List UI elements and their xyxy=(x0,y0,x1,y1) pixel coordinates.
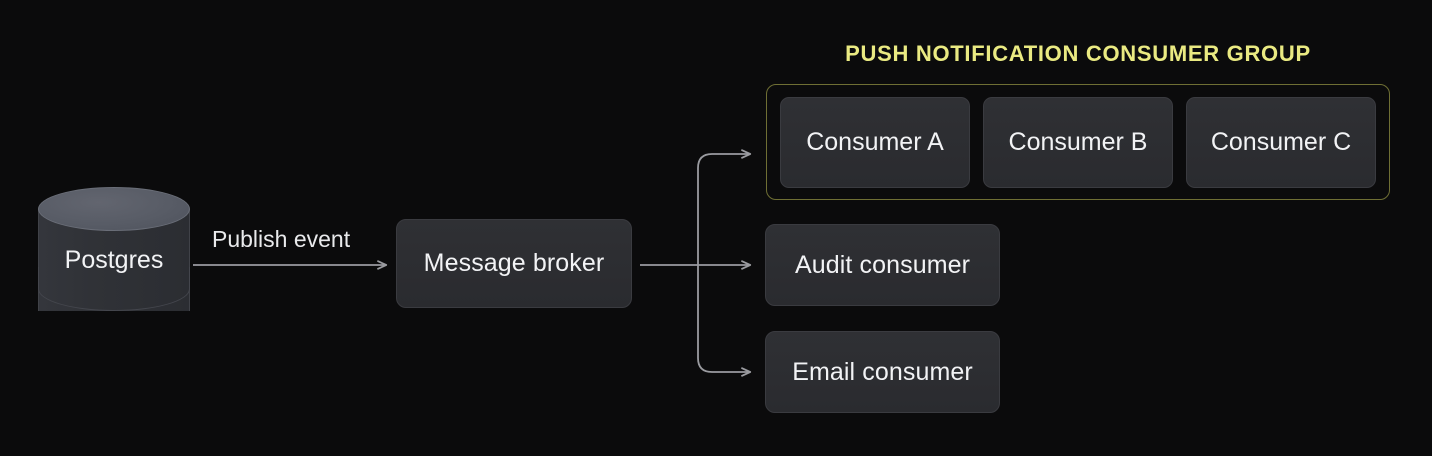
consumer-c-label: Consumer C xyxy=(1210,127,1352,156)
email-consumer-label: Email consumer xyxy=(792,357,973,386)
arrow-to-consumer-group xyxy=(697,149,752,266)
consumer-b-label: Consumer B xyxy=(1008,127,1148,156)
consumer-b-node[interactable]: Consumer B xyxy=(983,96,1173,188)
consumer-a-label: Consumer A xyxy=(806,127,944,156)
postgres-database-node[interactable]: Postgres xyxy=(38,187,190,333)
cylinder-bottom-ellipse xyxy=(38,267,190,311)
consumer-group-title: PUSH NOTIFICATION CONSUMER GROUP xyxy=(845,41,1311,66)
arrow-to-email-consumer xyxy=(697,264,752,377)
message-broker-label: Message broker xyxy=(423,249,605,277)
postgres-label: Postgres xyxy=(64,245,164,274)
consumer-c-node[interactable]: Consumer C xyxy=(1186,96,1376,188)
audit-consumer-label: Audit consumer xyxy=(794,250,971,279)
email-consumer-node[interactable]: Email consumer xyxy=(765,331,1000,413)
cylinder-top-ellipse xyxy=(38,187,190,231)
push-notification-consumer-group: Consumer A Consumer B Consumer C xyxy=(766,84,1390,200)
consumer-a-node[interactable]: Consumer A xyxy=(780,96,970,188)
publish-event-label: Publish event xyxy=(212,226,351,252)
audit-consumer-node[interactable]: Audit consumer xyxy=(765,224,1000,306)
message-broker-node[interactable]: Message broker xyxy=(396,219,632,308)
